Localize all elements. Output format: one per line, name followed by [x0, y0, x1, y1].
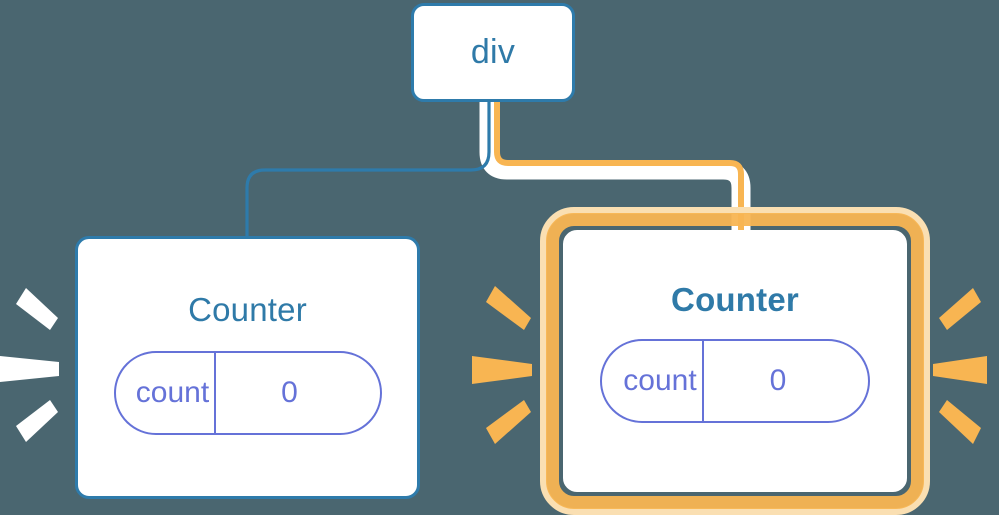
highlight-ring-right: [546, 213, 924, 509]
prop-pill-left: count 0: [113, 351, 382, 435]
prop-key-left: count: [135, 376, 210, 409]
burst-right-inner-amber: [472, 286, 532, 444]
node-counter-left[interactable]: Counter count 0: [75, 236, 420, 499]
ray-amber-inner-top: [486, 286, 531, 330]
node-counter-right-label: Counter: [671, 281, 799, 318]
ray-white-top: [16, 288, 58, 330]
prop-value-right: 0: [702, 341, 868, 421]
node-counter-left-label: Counter: [188, 291, 307, 328]
prop-pill-right: count 0: [600, 339, 870, 423]
node-div-label: div: [470, 33, 516, 71]
prop-value-left: 0: [213, 353, 380, 433]
edge-div-to-counter-left: [245, 102, 491, 238]
ray-amber-outer-bottom: [939, 400, 981, 444]
node-div[interactable]: div: [411, 3, 575, 102]
edge-div-to-counter-right: [494, 102, 744, 232]
highlight-glow-right: [540, 207, 930, 515]
burst-right-outer-amber: [933, 288, 987, 444]
ray-amber-inner-middle: [472, 356, 532, 384]
ray-white-bottom: [16, 400, 58, 442]
ray-white-middle: [0, 356, 59, 382]
ray-amber-inner-bottom: [486, 400, 531, 444]
ray-amber-outer-middle: [933, 356, 987, 384]
burst-left-white: [0, 288, 59, 442]
prop-key-right: count: [623, 364, 697, 397]
ray-amber-outer-top: [939, 288, 981, 330]
node-counter-right[interactable]: Counter count 0: [563, 230, 907, 492]
